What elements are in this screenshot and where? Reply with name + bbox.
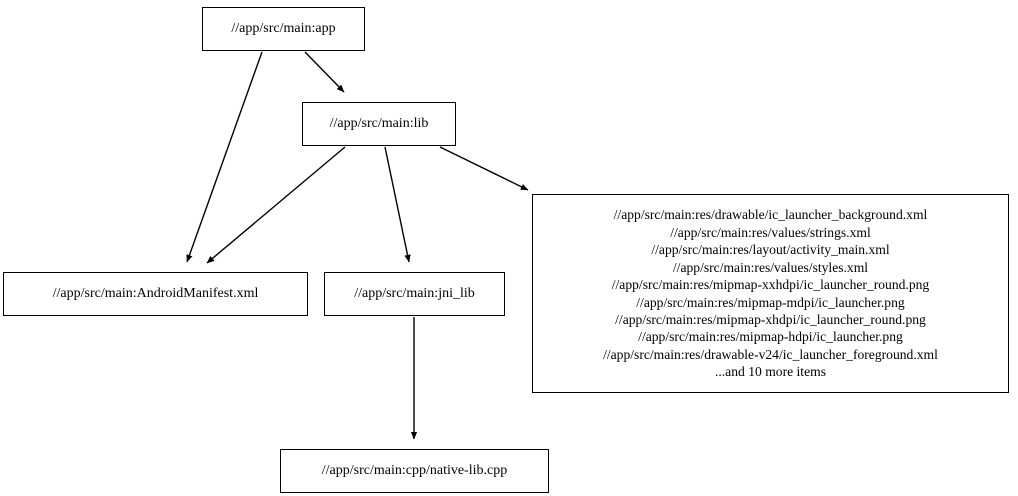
node-res-bundle[interactable]: //app/src/main:res/drawable/ic_launcher_…: [532, 194, 1009, 393]
node-res-bundle-line: //app/src/main:res/mipmap-xhdpi/ic_launc…: [615, 311, 926, 327]
node-lib-label: //app/src/main:lib: [329, 116, 429, 131]
edge-app-to-manifest: [186, 51, 263, 263]
node-jni-lib-label: //app/src/main:jni_lib: [354, 286, 475, 301]
edge-lib-to-res: [439, 146, 529, 191]
node-native-lib-cpp-label: //app/src/main:cpp/native-lib.cpp: [321, 463, 508, 478]
node-app[interactable]: //app/src/main:app: [202, 7, 365, 51]
edge-lib-to-jni-lib: [384, 146, 411, 263]
node-android-manifest[interactable]: //app/src/main:AndroidManifest.xml: [3, 272, 308, 316]
node-res-bundle-line: //app/src/main:res/mipmap-mdpi/ic_launch…: [636, 294, 905, 310]
node-res-bundle-line: //app/src/main:res/drawable/ic_launcher_…: [613, 207, 928, 223]
node-res-bundle-label: //app/src/main:res/drawable/ic_launcher_…: [599, 206, 942, 380]
node-jni-lib[interactable]: //app/src/main:jni_lib: [324, 272, 505, 316]
node-lib[interactable]: //app/src/main:lib: [302, 102, 456, 146]
node-res-bundle-line: ...and 10 more items: [714, 364, 826, 380]
edge-app-to-lib: [304, 51, 345, 93]
node-res-bundle-line: //app/src/main:res/mipmap-xxhdpi/ic_laun…: [611, 277, 930, 293]
node-res-bundle-line: //app/src/main:res/mipmap-hdpi/ic_launch…: [638, 329, 903, 345]
node-android-manifest-label: //app/src/main:AndroidManifest.xml: [52, 286, 259, 301]
node-res-bundle-line: //app/src/main:res/values/strings.xml: [670, 224, 871, 240]
node-res-bundle-line: //app/src/main:res/values/styles.xml: [672, 259, 869, 275]
edge-lib-to-manifest: [206, 146, 346, 264]
node-native-lib-cpp[interactable]: //app/src/main:cpp/native-lib.cpp: [280, 449, 549, 493]
node-res-bundle-line: //app/src/main:res/drawable-v24/ic_launc…: [603, 346, 938, 362]
node-res-bundle-line: //app/src/main:res/layout/activity_main.…: [651, 242, 890, 258]
node-app-label: //app/src/main:app: [231, 21, 336, 36]
